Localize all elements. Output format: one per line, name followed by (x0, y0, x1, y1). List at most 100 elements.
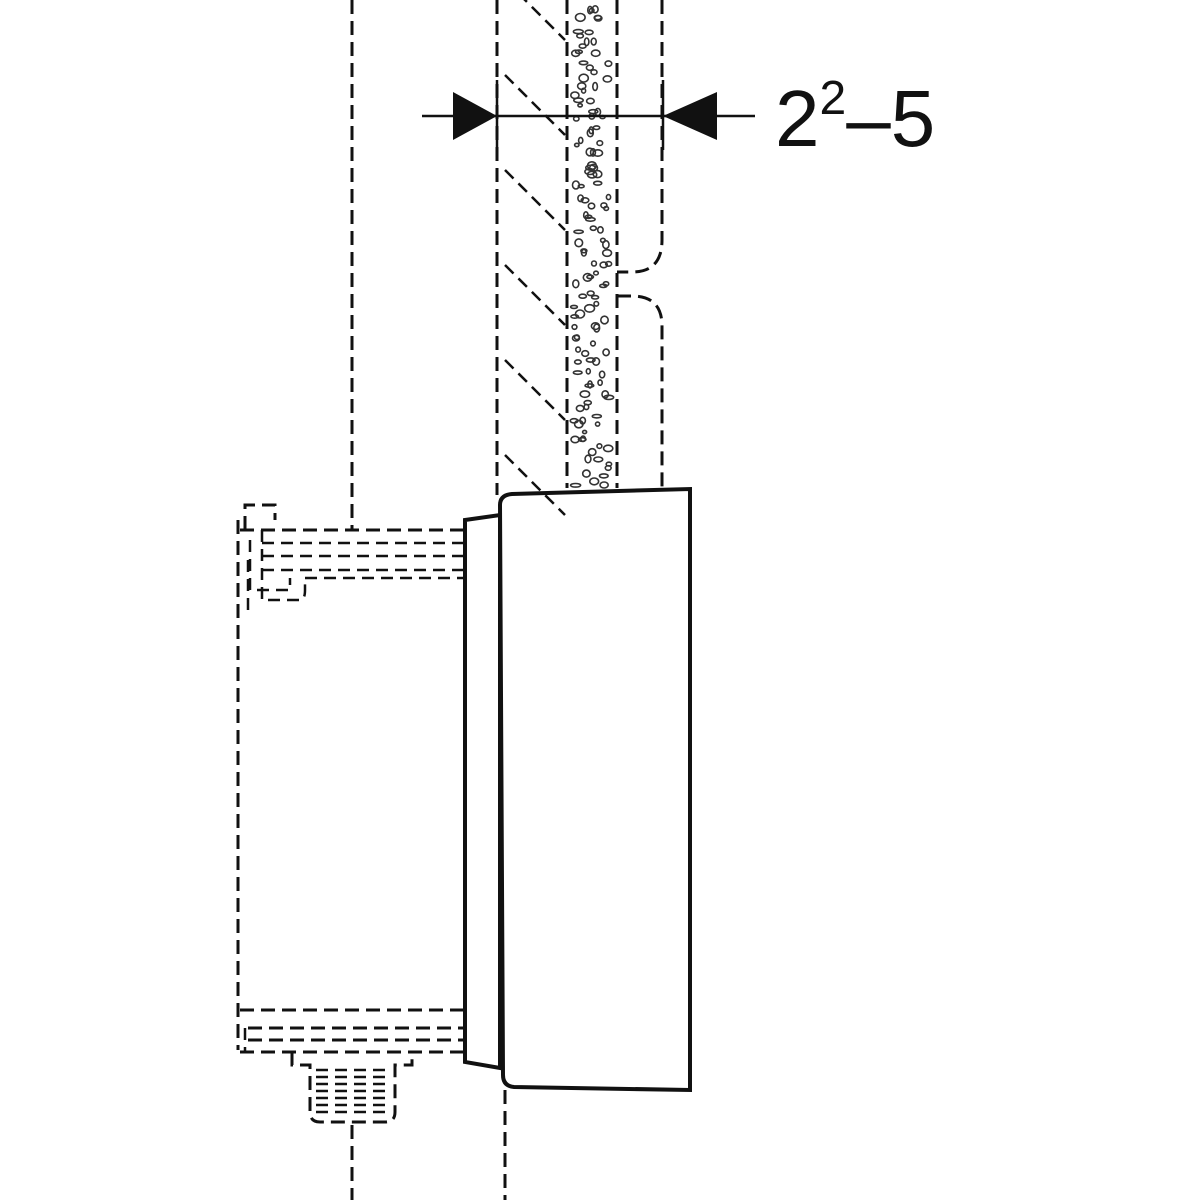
grain (571, 279, 580, 289)
grain (593, 456, 604, 463)
grain (575, 404, 585, 413)
frame-contour-lower (617, 294, 664, 488)
grain (584, 383, 595, 389)
grain (586, 274, 595, 280)
grain (580, 197, 590, 204)
grain (579, 435, 587, 443)
cover-plate-frame (463, 512, 502, 1071)
housing-clip (260, 530, 307, 602)
grain (570, 435, 580, 444)
grain (579, 390, 591, 399)
housing-clip-inner (248, 540, 292, 592)
grain (605, 193, 612, 201)
grain (590, 49, 601, 58)
grain (585, 64, 594, 72)
adhesive-texture (569, 5, 615, 489)
grain (602, 348, 610, 357)
grain (584, 214, 593, 220)
grain (599, 315, 609, 325)
threaded-connector (290, 1052, 414, 1124)
grain (591, 413, 603, 419)
dimension-label-rest: –5 (846, 74, 935, 163)
grain (574, 309, 586, 319)
grain (581, 469, 591, 478)
concealed-housing (236, 503, 465, 1054)
grain (604, 464, 612, 472)
grain (592, 270, 600, 276)
grain (596, 139, 604, 147)
grain (590, 322, 601, 331)
grain (577, 136, 584, 145)
grain (578, 293, 588, 300)
hatch-line (504, 264, 566, 326)
grain (599, 481, 609, 489)
cover-plate-front (497, 486, 692, 1093)
grain (570, 49, 581, 58)
grain (587, 202, 596, 210)
grain (593, 14, 603, 22)
grain (602, 75, 613, 83)
grain (599, 237, 607, 244)
hatch-line (504, 169, 566, 231)
grain (590, 260, 598, 267)
hatch-line (523, 0, 566, 41)
grain (586, 128, 595, 138)
grain (596, 225, 604, 234)
grain (590, 68, 598, 76)
grain (571, 323, 578, 331)
grain (573, 334, 581, 341)
grain (589, 225, 598, 232)
connector-threads (316, 1068, 390, 1114)
grain (587, 108, 599, 115)
grain (569, 482, 582, 488)
grain (602, 444, 614, 453)
grain (604, 260, 613, 268)
wall-layer-lines (350, 0, 664, 1200)
grain (574, 238, 584, 248)
hatch-line (504, 454, 566, 516)
grain (596, 443, 603, 450)
grain (572, 370, 583, 376)
grain (570, 91, 580, 100)
connector-outline (290, 1052, 414, 1124)
grain (598, 283, 608, 289)
grain (599, 261, 609, 269)
grain (585, 97, 596, 105)
hatch-line (504, 74, 566, 136)
grain (572, 28, 584, 35)
grain (598, 473, 609, 479)
grain (590, 37, 598, 46)
grain (578, 73, 590, 83)
grain (592, 169, 603, 179)
grain (597, 379, 603, 387)
grain (572, 115, 580, 122)
grain (573, 359, 583, 365)
grain (586, 170, 598, 179)
grain (580, 87, 587, 94)
grain (573, 419, 584, 429)
grain (589, 147, 597, 157)
grain (577, 183, 585, 189)
dimension-label-base: 2 (775, 74, 820, 163)
grain (592, 180, 603, 186)
grain (573, 142, 580, 148)
dimension-arrow-left (453, 92, 497, 140)
grain (590, 294, 600, 300)
grain (585, 367, 592, 375)
grain (578, 60, 589, 66)
grain (591, 5, 599, 14)
grain (601, 248, 613, 258)
grain (572, 97, 584, 104)
housing-top-tab (243, 503, 277, 530)
grain (586, 290, 595, 297)
grain (581, 429, 588, 435)
grain (594, 421, 601, 427)
grain (580, 248, 588, 257)
grain (569, 304, 579, 310)
hatch-line (504, 359, 566, 421)
grain (584, 454, 592, 464)
grain (583, 303, 596, 313)
grain (580, 349, 590, 358)
grain (592, 149, 604, 158)
grain (583, 399, 593, 406)
